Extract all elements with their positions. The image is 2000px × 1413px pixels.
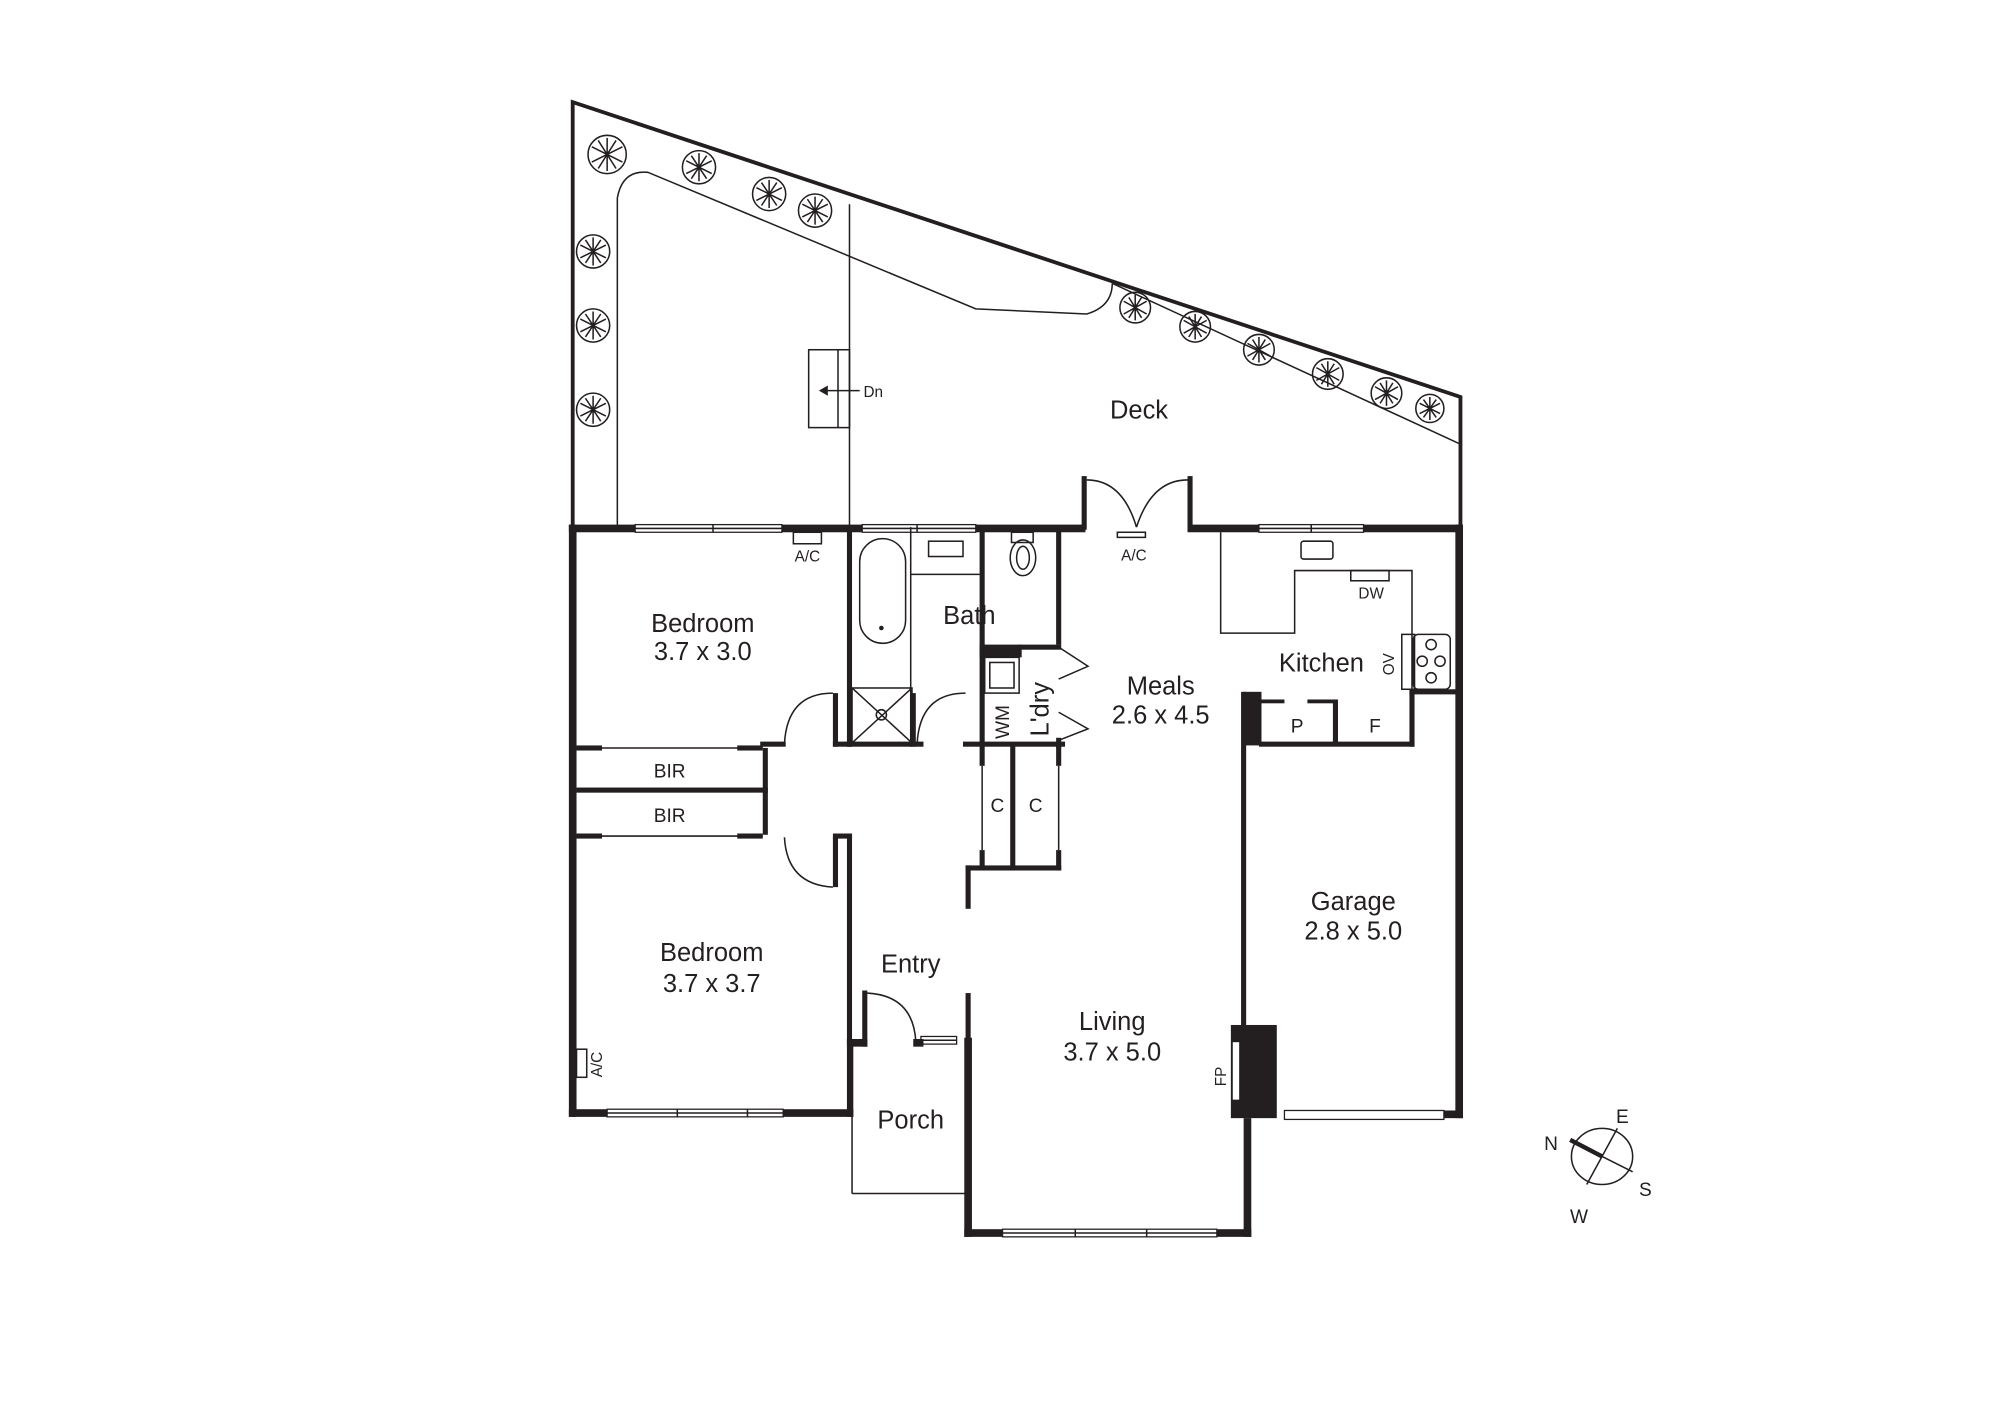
basin-icon <box>927 540 964 558</box>
cupboard-label-1: C <box>991 796 1005 817</box>
ac-label-1: A/C <box>795 549 820 566</box>
compass-w: W <box>1570 1207 1588 1228</box>
oven-icon <box>1401 633 1416 691</box>
ac-unit-icon <box>792 531 823 545</box>
room-label-deck: Deck <box>1110 397 1168 425</box>
deck-area: Dn Deck <box>570 99 1463 528</box>
room-dims-bedroom-2: 3.7 x 3.7 <box>663 970 761 998</box>
fireplace-label: FP <box>1213 1067 1230 1087</box>
room-label-porch: Porch <box>877 1106 944 1134</box>
compass-s-line <box>1601 1155 1633 1173</box>
pantry-label: P <box>1291 717 1304 738</box>
room-label-meals: Meals <box>1127 672 1195 700</box>
door-swings <box>783 692 966 888</box>
cooktop-icon <box>1412 633 1452 691</box>
ac-label-2: A/C <box>1121 547 1146 564</box>
garage-door <box>1283 1109 1445 1121</box>
room-dims-garage: 2.8 x 5.0 <box>1304 917 1402 945</box>
compass-n: N <box>1544 1134 1558 1155</box>
room-label-entry: Entry <box>881 951 941 979</box>
arrow-head-icon <box>818 385 828 396</box>
ac-unit-icon <box>1116 531 1147 539</box>
tree-icons <box>575 134 1445 428</box>
toilet-icon <box>1009 539 1037 577</box>
room-label-kitchen: Kitchen <box>1279 649 1364 677</box>
room-label-bedroom-1: Bedroom <box>651 610 754 638</box>
room-label-living: Living <box>1079 1008 1146 1036</box>
room-dims-meals: 2.6 x 4.5 <box>1112 702 1210 730</box>
room-dims-living: 3.7 x 5.0 <box>1063 1039 1161 1067</box>
dishwasher-label: DW <box>1358 586 1384 603</box>
room-label-bath: Bath <box>943 602 995 630</box>
north-arrow-icon <box>1569 1137 1604 1159</box>
compass-s: S <box>1639 1180 1652 1201</box>
bir-label-2: BIR <box>654 806 686 827</box>
deck-doors <box>1086 479 1188 528</box>
dishwasher-icon <box>1350 569 1390 582</box>
windows <box>606 523 1445 1238</box>
compass-rose: N E S W <box>1544 1107 1652 1228</box>
stairs <box>807 348 860 429</box>
interior-walls <box>576 527 1458 1195</box>
washing-machine-icon <box>989 661 1015 689</box>
ac-unit-icon <box>575 1048 588 1079</box>
compass-e: E <box>1616 1107 1629 1128</box>
bathtub-icon <box>858 537 907 645</box>
cupboard-label-2: C <box>1029 796 1043 817</box>
garden-bed-edge <box>616 171 1114 528</box>
site-boundary <box>570 99 1463 528</box>
room-label-garage: Garage <box>1311 888 1396 916</box>
fixtures <box>575 531 1452 1079</box>
ac-label-3: A/C <box>589 1052 606 1078</box>
labels: Bedroom 3.7 x 3.0 Bath Meals 2.6 x 4.5 K… <box>589 547 1402 1134</box>
room-label-bedroom-2: Bedroom <box>660 939 763 967</box>
sink-icon <box>1300 540 1334 560</box>
oven-label: OV <box>1381 652 1398 675</box>
washing-machine-label: WM <box>993 705 1014 739</box>
room-dims-bedroom-1: 3.7 x 3.0 <box>654 638 752 666</box>
bir-label-1: BIR <box>654 761 686 782</box>
garden-bed-edge-right <box>1111 282 1461 445</box>
shower-icon <box>851 687 913 744</box>
stairs-label: Dn <box>864 384 884 401</box>
fridge-label: F <box>1369 717 1381 738</box>
exterior-walls <box>568 476 1464 1237</box>
room-label-laundry: L'dry <box>1026 682 1054 737</box>
